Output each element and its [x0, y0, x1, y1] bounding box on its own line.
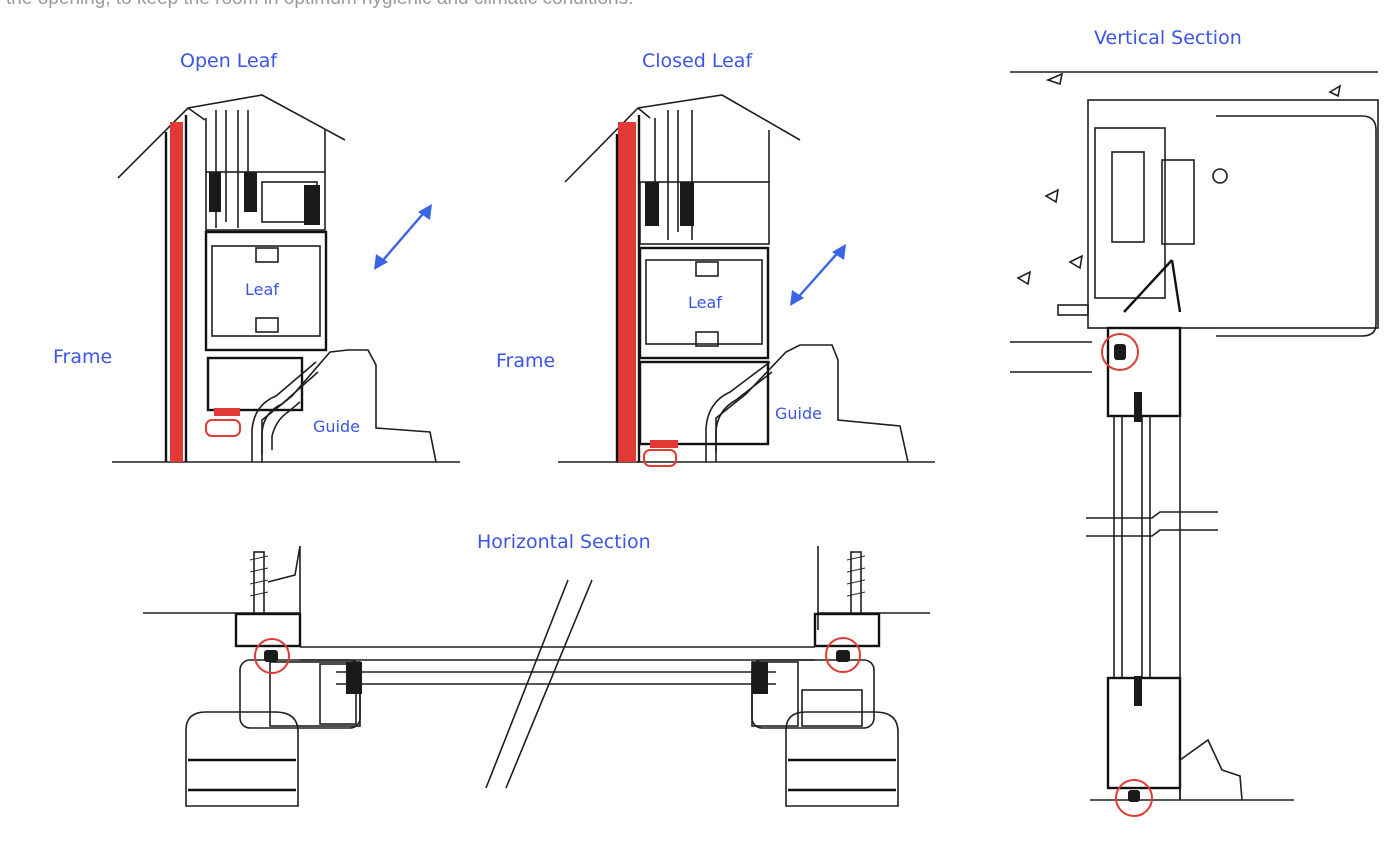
- vertical-section-title: Vertical Section: [1094, 27, 1242, 49]
- seal-highlight-closed: [643, 449, 677, 467]
- intro-text: the opening, to keep the room in optimum…: [6, 0, 633, 10]
- seal-highlight-vertical-bottom: [1115, 779, 1153, 817]
- leaf-label-open: Leaf: [245, 280, 279, 299]
- leaf-seal-open: [214, 408, 240, 416]
- open-leaf-title: Open Leaf: [180, 50, 278, 72]
- closed-leaf-title: Closed Leaf: [642, 50, 753, 72]
- guide-label-closed: Guide: [775, 404, 822, 423]
- seal-highlight-vertical-top: [1101, 333, 1139, 371]
- open-leaf-detail: [112, 94, 460, 463]
- seal-highlight-left: [254, 638, 290, 674]
- seal-highlight-right: [825, 637, 861, 673]
- guide-label-open: Guide: [313, 417, 360, 436]
- movement-arrow-open: [374, 204, 432, 270]
- leaf-seal-closed: [650, 440, 678, 448]
- seal-highlight-open: [205, 419, 241, 437]
- frame-seal-strip: [170, 122, 183, 462]
- horizontal-section-title: Horizontal Section: [477, 531, 651, 553]
- vertical-section-detail: [1010, 71, 1379, 817]
- frame-label-closed: Frame: [496, 350, 556, 372]
- movement-arrow-closed: [790, 244, 846, 306]
- leaf-label-closed: Leaf: [688, 293, 722, 312]
- frame-label-open: Frame: [53, 346, 113, 368]
- horizontal-section-detail: [143, 545, 930, 807]
- closed-leaf-detail: [558, 94, 935, 467]
- frame-seal-strip-closed: [618, 122, 636, 462]
